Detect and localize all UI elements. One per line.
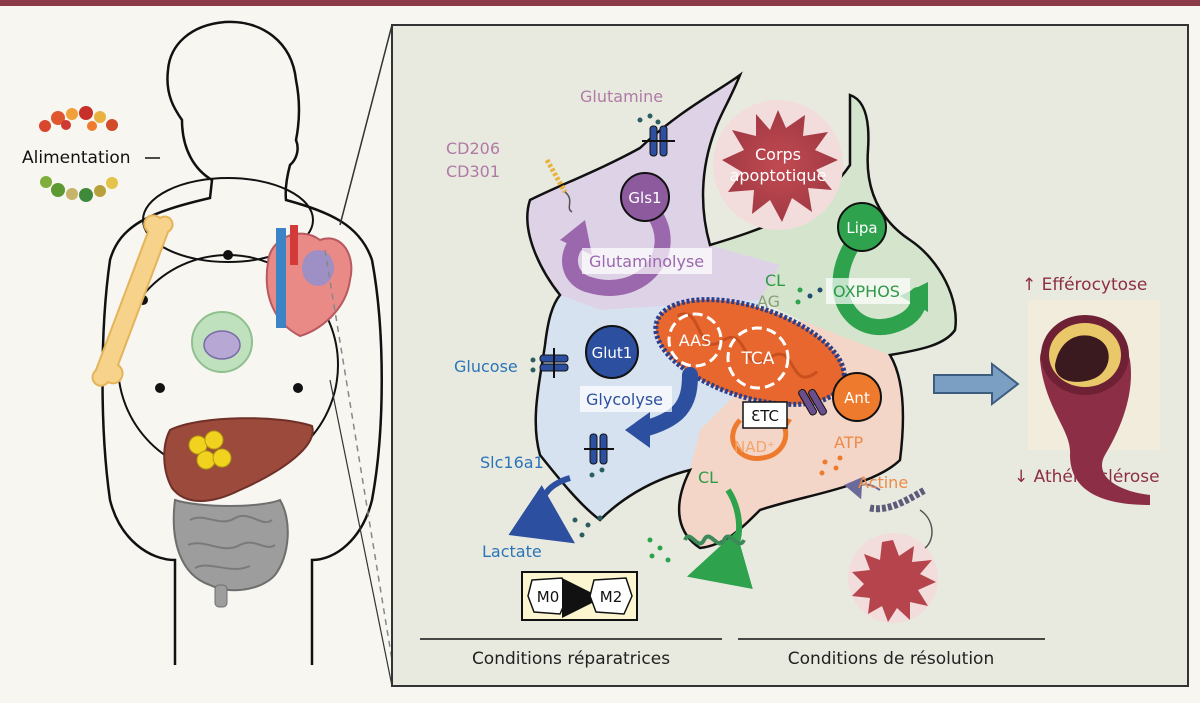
glutaminolyse-arrowhead bbox=[560, 220, 592, 255]
glycolyse-arrowhead bbox=[625, 412, 650, 448]
intestine-illustration bbox=[172, 498, 289, 608]
actine-arrow bbox=[844, 477, 881, 500]
actine-label: Actine bbox=[858, 473, 908, 492]
glycolyse-label: Glycolyse bbox=[586, 390, 663, 409]
corps-label-line1: Corps bbox=[755, 145, 801, 164]
nad-cycle-arrow bbox=[730, 418, 789, 461]
slc16a1-transporter bbox=[584, 433, 614, 465]
zoom-dashed-line bbox=[324, 249, 393, 661]
food-top-arc bbox=[39, 106, 118, 132]
ag-label: AG bbox=[757, 292, 780, 311]
glut1-label: Glut1 bbox=[592, 344, 633, 362]
tca-label: TCA bbox=[741, 349, 775, 369]
glutaminolyse-label: Glutaminolyse bbox=[589, 252, 704, 271]
actin-chain bbox=[869, 486, 927, 513]
ant-label: Ant bbox=[844, 389, 870, 407]
m0-label: M0 bbox=[537, 588, 560, 606]
outcome-arrow bbox=[933, 361, 1020, 407]
slc16a1-label: Slc16a1 bbox=[480, 453, 544, 472]
food-bottom-arc bbox=[40, 176, 118, 202]
cd301-label: CD301 bbox=[446, 162, 500, 181]
cond-res-label: Conditions de résolution bbox=[788, 649, 994, 669]
lipa-node: Lipa bbox=[837, 202, 887, 252]
heart-illustration bbox=[265, 225, 353, 338]
glutamine-label: Glutamine bbox=[580, 87, 663, 106]
oxphos-arrowhead bbox=[900, 282, 928, 312]
aas-label: AAS bbox=[679, 331, 712, 350]
body-silhouette bbox=[101, 20, 383, 665]
cl-export-arrow bbox=[686, 488, 753, 589]
cond-rep-label: Conditions réparatrices bbox=[472, 649, 670, 669]
food-illustration: Alimentation bbox=[22, 106, 131, 202]
engulf-arrow bbox=[919, 509, 933, 549]
gls1-node: Gls1 bbox=[620, 172, 670, 222]
apoptotic-body-large: Corps apoptotique bbox=[713, 100, 843, 230]
cell-outline bbox=[526, 71, 958, 550]
apoptotic-body-small bbox=[848, 533, 938, 623]
lipa-label: Lipa bbox=[846, 219, 877, 237]
mitochondrion: AAS TCA bbox=[653, 297, 847, 407]
food-label: Alimentation bbox=[22, 148, 131, 168]
glucose-transporter bbox=[539, 348, 569, 378]
lactate-label: Lactate bbox=[482, 542, 542, 561]
ant-transporter bbox=[798, 388, 827, 416]
membrane-coils bbox=[683, 534, 746, 546]
aas-cycle bbox=[667, 312, 723, 368]
gls1-label: Gls1 bbox=[628, 189, 661, 207]
molecule-dots bbox=[530, 113, 843, 563]
nad-label: NAD⁺ bbox=[734, 438, 775, 456]
zoom-solid-bottom bbox=[329, 379, 393, 687]
cl-top-label: CL bbox=[765, 271, 785, 290]
atherosclerose-label: ↓ Athérosclérose bbox=[1014, 467, 1160, 487]
lactate-export-arrow bbox=[508, 475, 575, 544]
zoom-solid-top bbox=[339, 24, 393, 226]
immune-cell-illustration bbox=[191, 311, 253, 373]
ant-node: Ant bbox=[832, 372, 882, 422]
oxphos-box bbox=[826, 278, 910, 304]
top-bar bbox=[0, 0, 1200, 6]
glycolyse-arrow bbox=[632, 367, 698, 438]
artery-illustration bbox=[1028, 300, 1160, 505]
efferocytose-label: ↑ Efférocytose bbox=[1022, 275, 1147, 295]
m2-label: M2 bbox=[600, 588, 623, 606]
glut1-node: Glut1 bbox=[585, 325, 639, 379]
liver-illustration bbox=[163, 417, 314, 502]
atp-label: ATP bbox=[834, 433, 863, 452]
tca-cycle bbox=[726, 326, 790, 390]
cl-bottom-label: CL bbox=[698, 468, 718, 487]
etc-box bbox=[742, 401, 788, 429]
cd206-receptor bbox=[544, 158, 573, 213]
polarization-box: M0 M2 bbox=[521, 571, 638, 621]
glucose-label: Glucose bbox=[454, 357, 518, 376]
glutaminolyse-box bbox=[582, 248, 712, 274]
glutaminolyse-arrow bbox=[562, 207, 671, 296]
cd206-label: CD206 bbox=[446, 139, 500, 158]
glycolyse-box bbox=[580, 386, 672, 412]
oxphos-label: OXPHOS bbox=[833, 282, 900, 301]
corps-label-line2: apoptotique bbox=[730, 166, 827, 185]
etc-label: ƐTC bbox=[751, 407, 779, 425]
glutamine-transporter bbox=[642, 125, 675, 157]
bone-illustration bbox=[91, 214, 174, 387]
